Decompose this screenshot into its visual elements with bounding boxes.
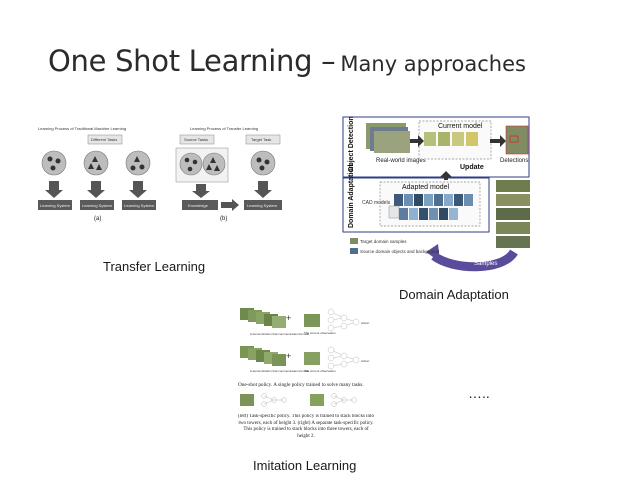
real-world-image-3 (374, 131, 410, 153)
arrow-down-3 (129, 181, 147, 198)
adapted-thumbnails (394, 194, 473, 220)
demo-row-1 (240, 308, 320, 328)
source-tasks-box (179, 134, 215, 145)
arrow-to-detections (490, 135, 506, 147)
source-circle-1 (179, 152, 203, 176)
legend-source-swatch (350, 248, 358, 254)
panel-a-label: (a) (94, 216, 101, 222)
cad-models-label: CAD models (362, 200, 391, 206)
arrow-down-1 (45, 181, 63, 198)
object-detection-label: Object Detection (348, 116, 355, 172)
row1-obs-caption: The current observation (304, 331, 336, 335)
source-tasks-label: Source Tasks (184, 137, 208, 142)
knowledge-box (182, 200, 218, 210)
slide-title: One Shot Learning – Many approaches (48, 44, 526, 78)
detections-image (505, 125, 529, 155)
imitation-caption-wrap: (left) Task-specific policy. This policy… (238, 414, 374, 439)
update-arrow (440, 171, 452, 180)
arrow-down-target (254, 181, 272, 198)
samples-label: Samples (474, 261, 497, 267)
legend-target-swatch (350, 238, 358, 244)
imitation-learning-figure: + A demonstration that communicates the … (234, 304, 376, 452)
task-specific-row (240, 394, 324, 406)
real-world-label: Real-world images (376, 158, 426, 164)
arrow-down-source (192, 184, 210, 198)
different-tasks-box (87, 134, 123, 145)
ellipsis-more: ….. (468, 385, 490, 401)
plus-sign-1: + (286, 313, 291, 323)
domain-adaptation-label: Domain Adaptation (348, 164, 355, 228)
samples-column (496, 180, 530, 248)
detections-label: Detections (500, 158, 528, 164)
learning-system-label-2: Learning System (82, 203, 113, 208)
network-2 (327, 346, 360, 370)
target-circle (250, 150, 276, 176)
learning-system-target-label: Learning System (247, 203, 278, 208)
network-1 (327, 308, 360, 332)
learning-system-label-1: Learning System (40, 203, 71, 208)
current-model-thumb-1 (424, 132, 436, 146)
network-3 (261, 393, 287, 407)
row2-obs-caption: The current observation (304, 369, 336, 373)
samples-arrow (431, 249, 518, 272)
detection-box (509, 135, 519, 143)
learning-system-1 (38, 200, 72, 210)
current-model-thumb-3 (452, 132, 464, 146)
legend-target-label: Target domain samples (360, 239, 407, 244)
action-label-1: Action (361, 321, 370, 325)
plus-sign-2: + (286, 351, 291, 361)
current-model-thumb-4 (466, 132, 478, 146)
arrow-to-model (410, 135, 424, 147)
target-task-label: Target Task (251, 137, 271, 142)
action-label-2: Action (361, 359, 370, 363)
panel-b-label: (b) (220, 216, 227, 222)
title-main: One Shot Learning – (48, 44, 336, 78)
knowledge-label: Knowledge (188, 203, 209, 208)
current-model-thumb-2 (438, 132, 450, 146)
target-task-box (245, 134, 281, 145)
transfer-learning-figure: Learning Process of Traditional Machine … (32, 118, 296, 222)
transfer-right-title: Learning Process of Transfer Learning (190, 126, 258, 131)
arrow-down-2 (87, 181, 105, 198)
current-model-label: Current model (438, 123, 483, 130)
row2-demo-caption: A demonstration that communicates the ta… (250, 369, 310, 373)
domain-adaptation-figure: Object Detection Real-world images Curre… (342, 114, 534, 274)
update-label: Update (460, 164, 484, 171)
learning-system-target (244, 200, 282, 210)
arrow-right-knowledge (221, 199, 239, 211)
learning-system-label-3: Learning System (124, 203, 155, 208)
one-shot-heading: One-shot policy. A single policy trained… (238, 382, 364, 388)
task-circle-1 (41, 150, 67, 176)
imitation-learning-caption: Imitation Learning (253, 458, 357, 473)
task-circle-2 (83, 150, 109, 176)
samples-arrow-head (426, 244, 440, 262)
learning-system-3 (122, 200, 156, 210)
transfer-left-title: Learning Process of Traditional Machine … (38, 126, 126, 131)
title-sub: Many approaches (340, 52, 526, 76)
transfer-learning-caption: Transfer Learning (103, 259, 206, 274)
source-circle-2 (202, 152, 226, 176)
domain-adaptation-caption: Domain Adaptation (399, 287, 509, 302)
adapted-model-label: Adapted model (402, 184, 450, 191)
imitation-caption: (left) Task-specific policy. This policy… (238, 414, 374, 439)
task-circle-3 (125, 150, 151, 176)
cad-model-thumb (388, 205, 400, 219)
row1-demo-caption: A demonstration that communicates the ta… (250, 332, 310, 336)
network-4 (331, 393, 357, 407)
learning-system-2 (80, 200, 114, 210)
demo-row-2 (240, 346, 320, 366)
legend-source-label: Source domain objects and background (360, 249, 440, 254)
different-tasks-label: Different Tasks (91, 137, 117, 142)
